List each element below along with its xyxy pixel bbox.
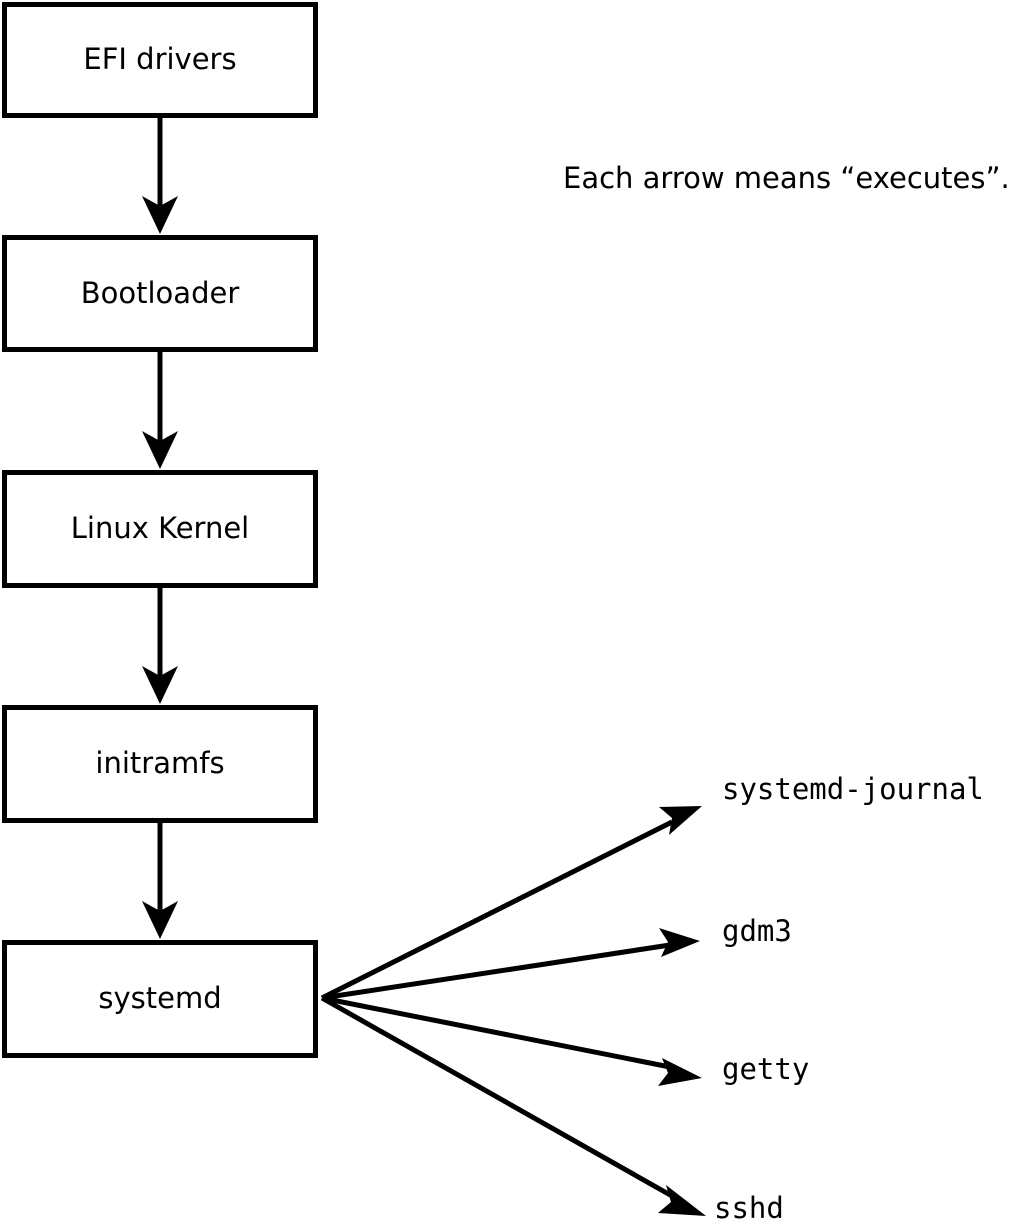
service-labels: systemd-journal gdm3 getty sshd — [714, 772, 984, 1225]
node-bootloader[interactable]: Bootloader — [2, 235, 318, 352]
node-box-linux-kernel[interactable] — [2, 470, 318, 588]
edge-initramfs-to-systemd — [142, 823, 178, 939]
node-box-initramfs[interactable] — [2, 705, 318, 823]
edge-line — [321, 995, 671, 1070]
edge-bootloader-to-linux-kernel — [142, 352, 178, 469]
edge-linux-kernel-to-initramfs — [142, 588, 178, 704]
fanout-edge-systemd-journal — [320, 806, 702, 1001]
node-box-efi-drivers[interactable] — [2, 2, 318, 118]
arrowhead-down-icon — [142, 666, 178, 704]
fanout-edge-getty — [321, 995, 702, 1086]
arrowhead-down-icon — [142, 901, 178, 939]
arrowhead-icon — [658, 1185, 706, 1216]
node-label-initramfs: initramfs — [95, 746, 224, 780]
node-label-bootloader: Bootloader — [81, 276, 240, 310]
systemd-services-fanout — [320, 806, 706, 1216]
node-systemd[interactable]: systemd — [2, 940, 318, 1058]
arrowhead-down-icon — [142, 196, 178, 234]
fanout-edge-sshd — [320, 995, 706, 1216]
edge-efi-drivers-to-bootloader — [142, 118, 178, 234]
edge-line — [320, 819, 674, 1001]
node-initramfs[interactable]: initramfs — [2, 705, 318, 823]
node-box-bootloader[interactable] — [2, 235, 318, 352]
node-box-systemd[interactable] — [2, 940, 318, 1058]
service-label-gdm3[interactable]: gdm3 — [722, 914, 792, 948]
arrowhead-icon — [659, 928, 700, 957]
arrowhead-icon — [659, 806, 702, 835]
node-label-systemd: systemd — [98, 981, 221, 1015]
node-label-efi-drivers: EFI drivers — [83, 42, 236, 76]
node-linux-kernel[interactable]: Linux Kernel — [2, 470, 318, 588]
diagram-caption: Each arrow means “executes”. — [563, 161, 1010, 195]
edge-line — [320, 995, 674, 1199]
service-label-getty[interactable]: getty — [722, 1052, 809, 1086]
boot-chain-boxes: EFI drivers Bootloader Linux Kernel init… — [2, 2, 318, 1058]
fanout-edge-gdm3 — [321, 928, 700, 1001]
node-label-linux-kernel: Linux Kernel — [71, 511, 249, 545]
edge-line — [321, 942, 671, 1001]
service-label-systemd-journal[interactable]: systemd-journal — [722, 772, 984, 806]
arrowhead-icon — [658, 1058, 702, 1086]
boot-chain-edges — [142, 118, 178, 939]
service-label-sshd[interactable]: sshd — [714, 1191, 784, 1225]
arrowhead-down-icon — [142, 431, 178, 469]
node-efi-drivers[interactable]: EFI drivers — [2, 2, 318, 118]
